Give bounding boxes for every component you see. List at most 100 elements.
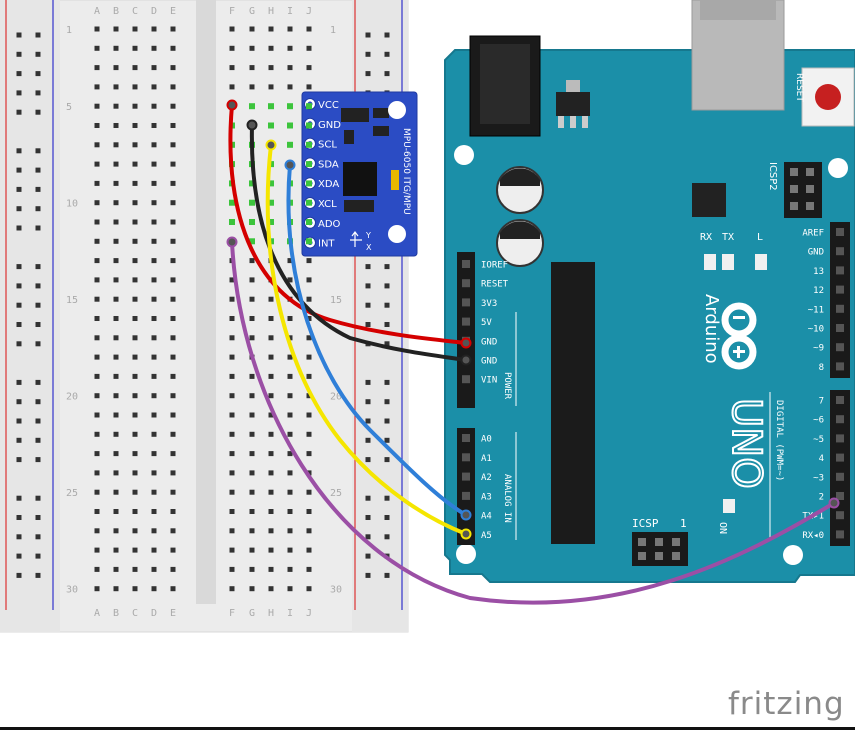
rail-hole (35, 109, 41, 115)
breadboard-hole (306, 393, 312, 399)
sensor-component (344, 200, 374, 212)
breadboard-hole (249, 412, 255, 418)
logo-plus-v (737, 346, 740, 358)
breadboard-hole (151, 316, 157, 321)
rail-hole (35, 283, 41, 289)
reset-button-cap[interactable] (815, 84, 841, 110)
breadboard-hole (170, 84, 176, 90)
breadboard-hole (249, 26, 255, 32)
sensor-component (344, 130, 354, 144)
rail-hole (365, 302, 371, 308)
connected-hole (306, 199, 312, 206)
sensor-component (373, 108, 389, 118)
breadboard-hole (113, 200, 119, 206)
digital-pin-label: 13 (813, 267, 824, 277)
column-letter: C (132, 608, 138, 619)
capacitor-band (500, 221, 540, 239)
column-letter: G (249, 6, 255, 17)
rail-hole (365, 553, 371, 559)
breadboard-hole (132, 451, 138, 457)
digital-pin-label: ~11 (808, 305, 824, 315)
sensor-pin-label: SCL (318, 140, 337, 151)
connected-hole (306, 141, 312, 148)
analog-label: ANALOG IN (502, 474, 512, 523)
breadboard-hole (132, 238, 138, 244)
regulator-pin (558, 116, 564, 128)
breadboard-hole (113, 84, 119, 90)
rail-hole (365, 379, 371, 385)
rail-hole (384, 264, 390, 270)
breadboard-hole (94, 142, 100, 148)
l-led (755, 254, 767, 270)
wires (228, 103, 836, 605)
sensor-pin-label: INT (318, 239, 335, 250)
breadboard-hole (113, 65, 119, 71)
icsp-pin (672, 538, 680, 546)
breadboard-hole (306, 296, 312, 302)
breadboard-hole (94, 238, 100, 244)
rail-hole (35, 71, 41, 77)
header-pin (836, 266, 844, 275)
breadboard-hole (306, 258, 312, 264)
rail-hole (16, 322, 22, 327)
header-pin (836, 472, 844, 481)
breadboard-hole (113, 219, 119, 225)
row-number: 30 (330, 585, 342, 596)
breadboard-hole (306, 316, 312, 321)
breadboard-hole (113, 258, 119, 264)
connected-hole (306, 122, 312, 129)
breadboard-hole (94, 335, 100, 341)
rail-hole (35, 399, 41, 405)
header-pin (836, 247, 844, 256)
row-number: 1 (330, 25, 336, 36)
digital-pin-label: 4 (819, 454, 824, 464)
digital-label: DIGITAL (PWM=~) (774, 400, 784, 481)
breadboard-hole (170, 200, 176, 206)
breadboard-hole (306, 335, 312, 341)
breadboard-hole (94, 65, 100, 71)
breadboard-hole (132, 84, 138, 90)
breadboard-hole (94, 200, 100, 206)
breadboard-hole (94, 123, 100, 128)
column-letter: I (287, 6, 293, 17)
breadboard-hole (306, 566, 312, 572)
rail-hole (384, 418, 390, 424)
breadboard-hole (132, 412, 138, 418)
regulator-pin (570, 116, 576, 128)
breadboard-hole (229, 509, 235, 514)
sensor-pin-label: XDA (318, 179, 339, 190)
rail-hole (35, 264, 41, 270)
icsp2-label: ICSP2 (767, 162, 778, 191)
breadboard-hole (170, 123, 176, 128)
breadboard-hole (268, 509, 274, 514)
rail-hole (35, 457, 41, 463)
breadboard-hole (170, 277, 176, 283)
icsp-pins (638, 538, 680, 560)
breadboard-hole (151, 451, 157, 457)
rail-hole (384, 302, 390, 308)
rail-hole (384, 399, 390, 405)
sensor-pin-label: SDA (318, 159, 339, 170)
connected-hole (268, 219, 274, 225)
breadboard-hole (113, 412, 119, 418)
breadboard-hole (113, 103, 119, 109)
breadboard-hole (170, 547, 176, 553)
breadboard-hole (249, 65, 255, 71)
tx-led (722, 254, 734, 270)
breadboard-hole (287, 547, 293, 553)
rail-hole (384, 322, 390, 327)
rail-hole (384, 32, 390, 38)
breadboard-hole (249, 586, 255, 592)
breadboard-hole (151, 509, 157, 514)
breadboard-hole (113, 528, 119, 534)
digital-pin-label: 7 (819, 397, 824, 407)
breadboard-hole (170, 142, 176, 148)
rail-hole (384, 283, 390, 289)
breadboard-hole (151, 26, 157, 32)
rail-hole (365, 572, 371, 578)
sensor-component (341, 108, 369, 122)
breadboard-hole (287, 335, 293, 341)
breadboard-hole (151, 200, 157, 206)
breadboard-hole (229, 373, 235, 379)
